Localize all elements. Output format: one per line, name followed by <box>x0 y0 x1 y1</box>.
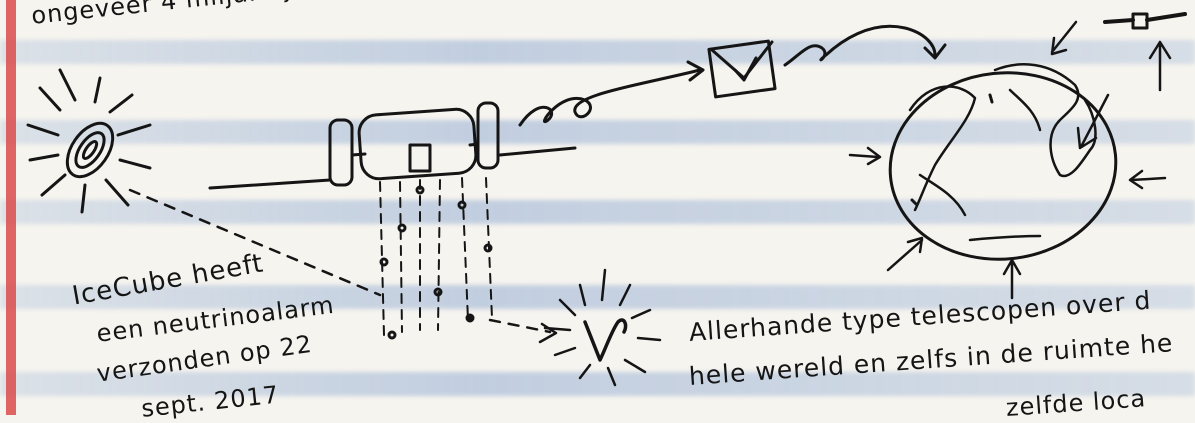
satellite-icon <box>1105 14 1185 28</box>
neutrino-signal-icon <box>545 270 660 385</box>
arrow-head <box>540 324 556 342</box>
message-wave-line <box>785 26 935 65</box>
telescope-arrows <box>850 22 1170 298</box>
envelope-icon <box>709 41 775 97</box>
signal-path-line <box>490 320 550 332</box>
message-wave-line <box>520 70 700 125</box>
